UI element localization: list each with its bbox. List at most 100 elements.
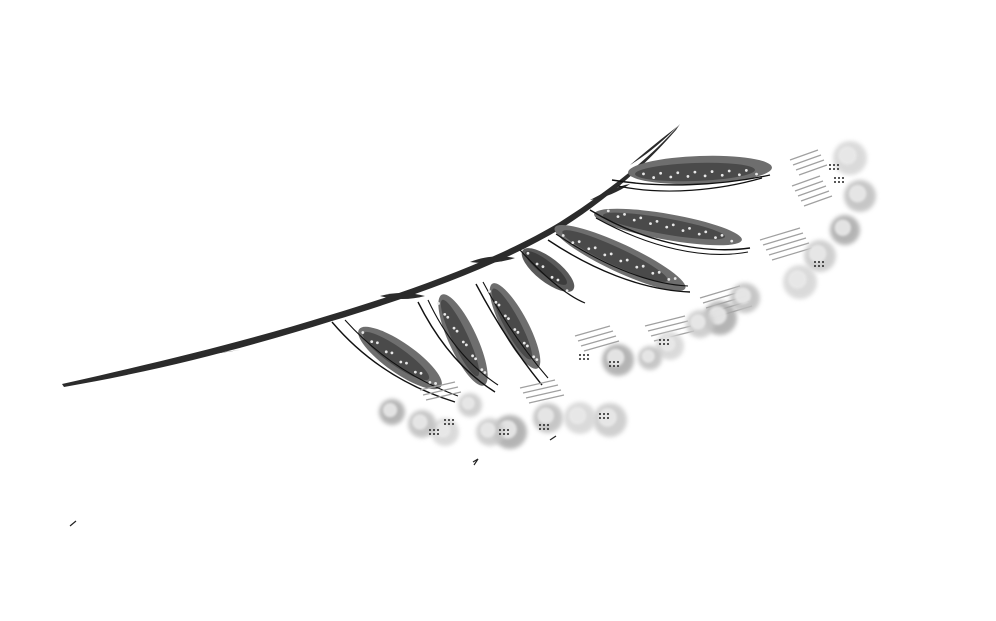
speck <box>543 424 545 426</box>
hatch-stroke <box>647 320 689 332</box>
speck <box>547 424 549 426</box>
berry-highlight <box>848 184 867 203</box>
leaf-dot <box>737 173 741 177</box>
leaf-dot <box>649 222 652 226</box>
speck <box>444 419 446 421</box>
speck <box>663 343 665 345</box>
leaf-dot <box>606 209 610 213</box>
leaf-dot <box>744 169 748 172</box>
berry-highlight <box>734 287 751 304</box>
speck <box>814 261 816 263</box>
leaf-dot <box>443 312 447 316</box>
hatch-strokes <box>419 149 833 404</box>
berry-cluster <box>379 141 876 449</box>
speck <box>547 428 549 430</box>
hatch-stroke <box>789 149 819 161</box>
leaf-dot <box>652 176 656 179</box>
berry-highlight <box>641 349 655 363</box>
speck <box>842 177 844 179</box>
leaf-dot <box>657 270 661 274</box>
speck <box>607 417 609 419</box>
hatch-stroke <box>419 381 456 391</box>
berry-highlight <box>461 396 475 410</box>
leaf-dot <box>659 171 663 175</box>
leaf-dot <box>703 174 707 178</box>
hatch-stroke <box>522 384 559 394</box>
leaf-dot <box>522 341 526 345</box>
speck <box>609 361 611 363</box>
speck <box>444 423 446 425</box>
speck <box>507 429 509 431</box>
leaf-dot <box>667 278 671 281</box>
berry-highlight <box>435 422 451 438</box>
hatch-stroke <box>644 315 686 327</box>
leaf-dot <box>619 259 623 263</box>
berry-highlight <box>480 422 496 438</box>
speck <box>822 265 824 267</box>
leaf-dot <box>671 223 675 227</box>
leaf-dot <box>651 271 655 275</box>
leaf-dot <box>681 229 685 233</box>
hatch-stroke <box>792 154 822 166</box>
leaf-dot <box>642 172 645 176</box>
leaf-dot <box>446 315 450 319</box>
leaf-dot <box>609 252 613 256</box>
leaf-dot <box>755 172 758 176</box>
speck <box>818 265 820 267</box>
leaf <box>519 248 586 304</box>
speck <box>833 168 835 170</box>
leaf-dot <box>370 340 374 344</box>
leaf-dot <box>550 275 554 279</box>
hatch-stroke <box>797 185 827 197</box>
speck <box>617 361 619 363</box>
leaf-dot <box>673 277 677 280</box>
specks <box>429 164 844 435</box>
leaf-dot <box>405 361 408 365</box>
speck <box>609 365 611 367</box>
speck <box>613 361 615 363</box>
speck <box>607 413 609 415</box>
speck <box>452 423 454 425</box>
speck <box>838 177 840 179</box>
leaf-dot <box>641 264 645 268</box>
leaf-dot <box>616 215 620 219</box>
leaf-dot <box>623 212 626 216</box>
leaf-dot <box>434 382 437 385</box>
speck <box>842 181 844 183</box>
leaf-dot <box>384 350 388 354</box>
leaf-dot <box>635 265 639 269</box>
speck <box>603 417 605 419</box>
speck <box>837 168 839 170</box>
leaf-dot <box>565 289 569 293</box>
berry-highlight <box>382 402 398 418</box>
hatch-stroke <box>425 391 462 401</box>
speck <box>503 429 505 431</box>
leaf-dot <box>639 216 643 220</box>
speck <box>499 433 501 435</box>
speck <box>667 339 669 341</box>
speck <box>603 413 605 415</box>
speck <box>433 433 435 435</box>
berry-highlight <box>838 146 857 165</box>
speck <box>659 339 661 341</box>
leaf-dot <box>480 368 484 372</box>
speck <box>663 339 665 341</box>
hatch-stroke <box>577 330 614 342</box>
speck <box>613 365 615 367</box>
hatch-stroke <box>800 190 830 202</box>
speck <box>583 358 585 360</box>
speck <box>814 265 816 267</box>
hatch-stroke <box>791 175 821 187</box>
speck <box>834 181 836 183</box>
berry-highlight <box>808 244 827 263</box>
leaf-dot <box>676 171 680 175</box>
branch-stem <box>62 124 680 387</box>
hatch-stroke <box>580 335 617 347</box>
speck <box>433 429 435 431</box>
leaf-dot <box>730 239 734 243</box>
leaf-dot <box>513 328 517 331</box>
leaf-dot <box>632 218 636 222</box>
speck <box>503 433 505 435</box>
